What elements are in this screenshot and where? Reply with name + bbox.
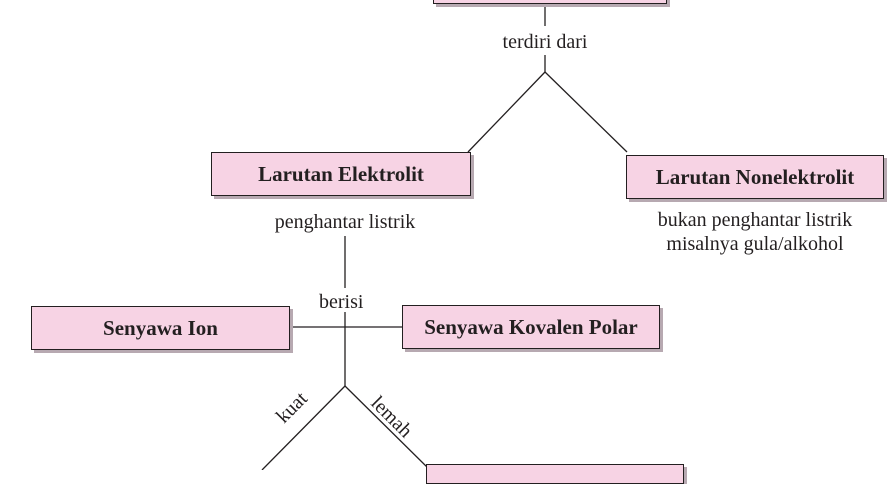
connector-lines (261, 0, 628, 470)
connector-to-nonelektrolit (544, 71, 628, 153)
label-misalnya: misalnya gula/alkohol (666, 233, 844, 255)
node-senyawa-kovalen-polar: Senyawa Kovalen Polar (402, 305, 660, 349)
connector-kuat-branch (261, 385, 346, 470)
node-larutan-nonelektrolit: Larutan Nonelektrolit (626, 155, 884, 199)
label-berisi: berisi (319, 291, 364, 313)
label-penghantar-listrik: penghantar listrik (274, 211, 416, 233)
connector-to-elektrolit (467, 71, 546, 153)
connector-lemah-branch (344, 385, 431, 470)
bottom-node-partial (426, 464, 684, 484)
top-node-partial (433, 0, 667, 4)
label-bukan-penghantar: bukan penghantar listrik (657, 209, 853, 231)
node-larutan-elektrolit: Larutan Elektrolit (211, 152, 471, 196)
label-terdiri-dari: terdiri dari (502, 31, 588, 53)
node-senyawa-ion: Senyawa Ion (31, 306, 290, 350)
